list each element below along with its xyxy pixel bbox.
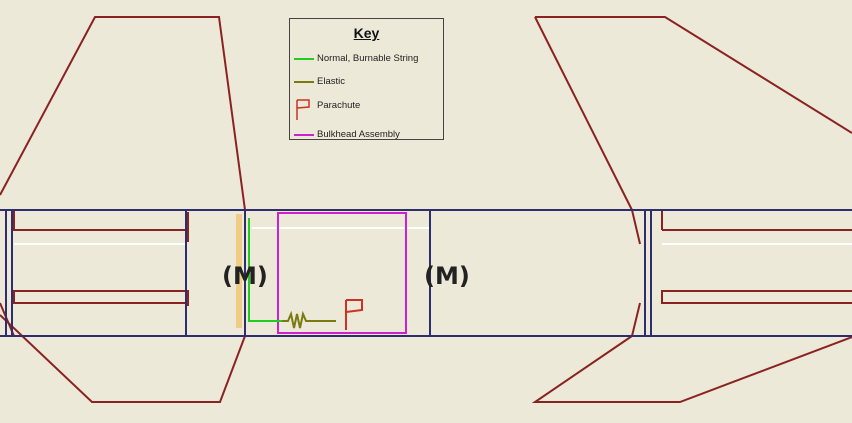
string-line-icon: [294, 58, 314, 60]
key-item-label: Parachute: [317, 100, 361, 111]
right-fins: [531, 16, 852, 403]
left-fins: [0, 16, 246, 403]
left-upper-fin: [0, 16, 246, 211]
parachute-icon: [345, 299, 363, 330]
key-item-label: Normal, Burnable String: [317, 53, 419, 64]
key-item-bulkhead: Bulkhead Assembly: [294, 128, 442, 142]
bulkhead-line-icon: [294, 134, 314, 136]
bulkhead-assembly: [277, 212, 407, 334]
right-lower-fin: [531, 335, 852, 403]
wadding: [236, 214, 242, 328]
right-upper-fin: [535, 16, 852, 134]
elastic-line-icon: [294, 81, 314, 83]
key-item-elastic: Elastic: [294, 75, 442, 89]
elastic-cord: [282, 310, 336, 329]
motor-label-right: (M): [424, 262, 470, 290]
key-title: Key: [353, 25, 380, 41]
motor-label-left: (M): [222, 262, 268, 290]
left-lower-fin: [0, 314, 246, 403]
burnable-string: [248, 218, 282, 322]
parachute-flag-icon: [296, 99, 310, 120]
key-item-label: Elastic: [317, 76, 345, 87]
key-legend: Key Normal, Burnable String Elastic Para…: [289, 18, 444, 140]
key-item-string: Normal, Burnable String: [294, 52, 442, 66]
left-inner-tube: [13, 210, 186, 304]
right-inner-tube: [661, 210, 852, 304]
key-item-parachute: Parachute: [294, 99, 442, 121]
key-item-label: Bulkhead Assembly: [317, 129, 400, 140]
body-tube: [0, 209, 852, 337]
